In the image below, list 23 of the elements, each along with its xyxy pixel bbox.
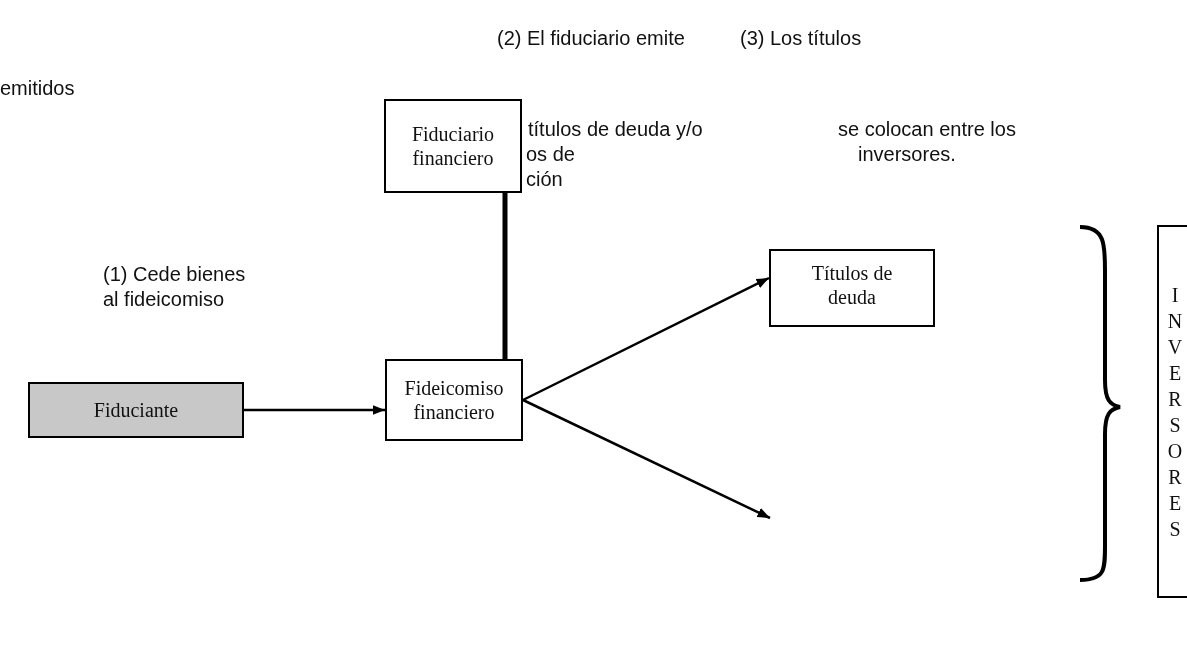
node-text: Fiduciante (93, 398, 179, 422)
arrow (522, 276, 770, 402)
annotation-text: inversores. (858, 142, 956, 167)
node-text: Fiduciario financiero (410, 122, 496, 170)
vertical-label-box (1157, 225, 1187, 598)
process-box (769, 249, 935, 327)
node-text: INVERSORES (1166, 282, 1184, 542)
arrow (244, 405, 385, 415)
annotation-text: títulos de deuda y/o (528, 117, 703, 142)
process-box (385, 359, 523, 441)
process-box (28, 382, 244, 438)
annotation-text: emitidos (0, 76, 75, 101)
process-box (384, 99, 522, 193)
annotation-text: (3) Los títulos (740, 26, 862, 51)
arrow (522, 398, 771, 520)
annotation-text: (2) El fiduciario emite (497, 26, 685, 51)
annotation-text: ción (526, 167, 563, 192)
connector-line (502, 193, 508, 359)
node-text: Títulos de deuda (810, 261, 894, 309)
annotation-text: (1) Cede bienes al fideicomiso (103, 262, 247, 312)
annotation-text: se colocan entre los (838, 117, 1016, 142)
node-text: Fideicomiso financiero (403, 376, 505, 424)
annotation-text: os de (526, 142, 575, 167)
